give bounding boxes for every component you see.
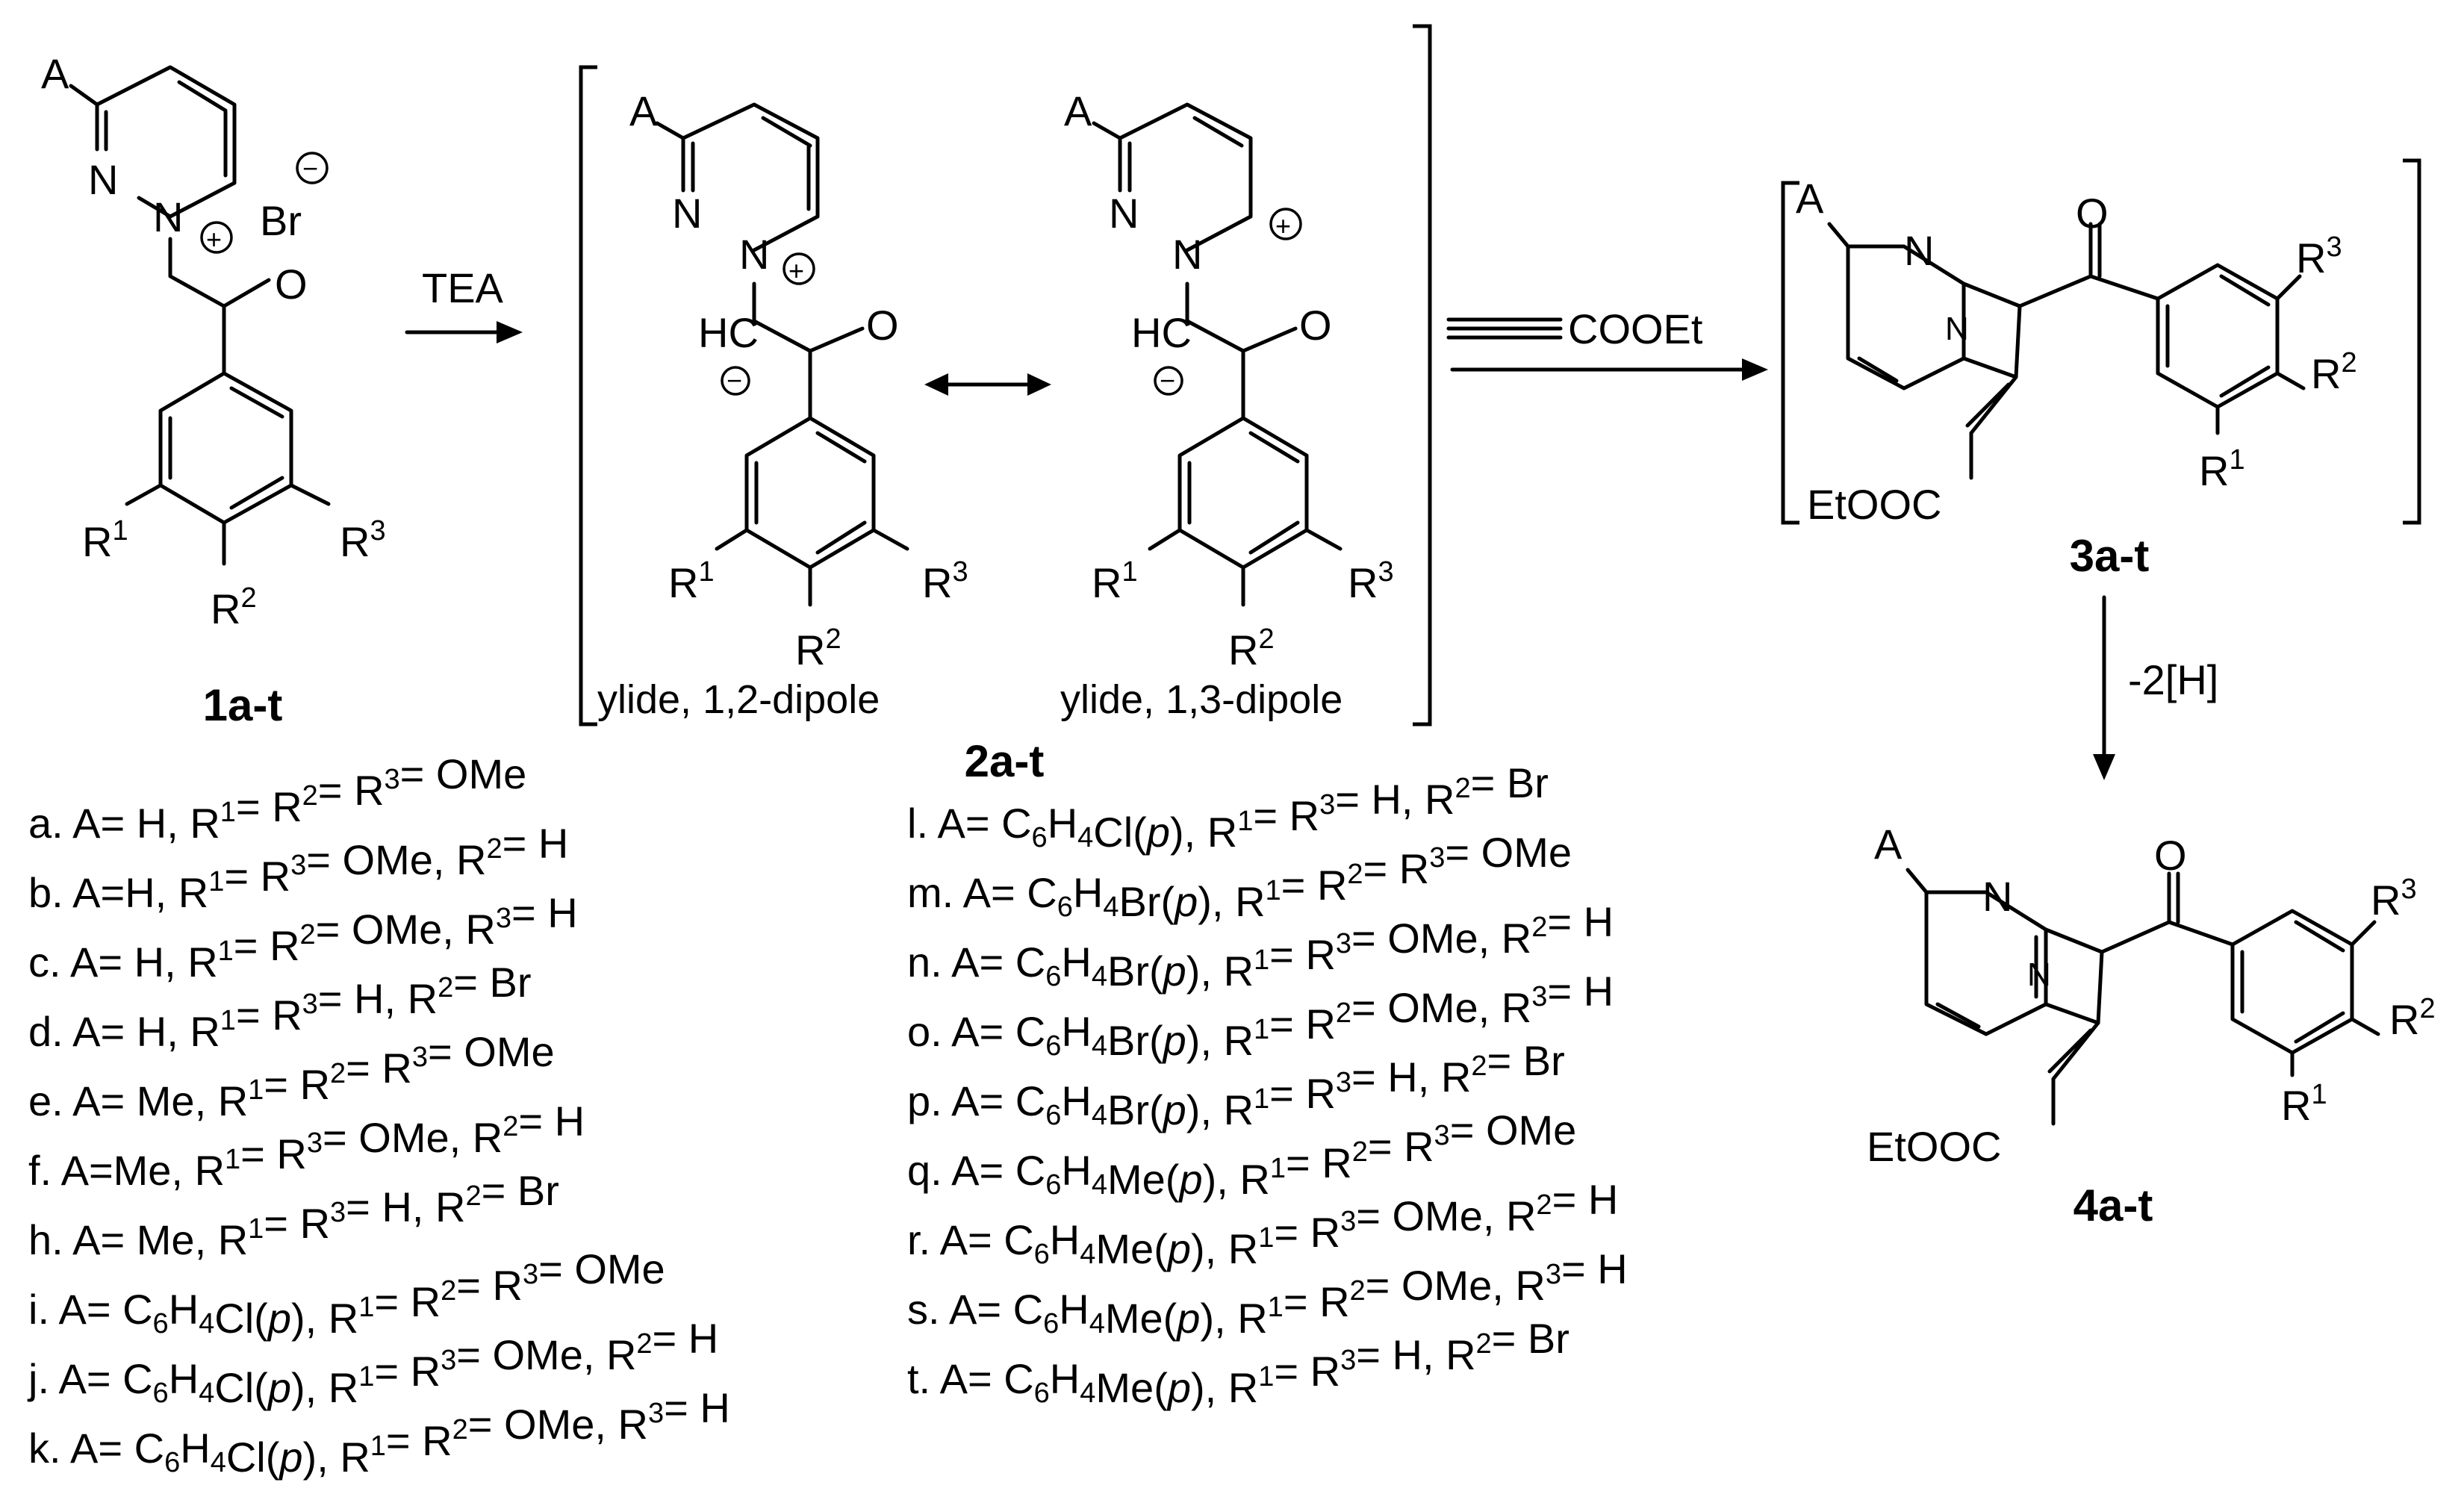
svg-text:−: − — [302, 153, 318, 184]
svg-text:O: O — [1299, 302, 1332, 349]
substituent-entry: f. A=Me, R1= R3= OMe, R2= H — [28, 1098, 585, 1194]
compound-2-label: 2a-t — [965, 736, 1045, 786]
svg-text:HC: HC — [1131, 309, 1192, 356]
reagent-alkyne: COOEt — [1568, 305, 1703, 352]
oxidation-label: -2[H] — [2128, 656, 2218, 703]
svg-text:−: − — [1160, 365, 1175, 396]
ester-label-3: EtOOC — [1807, 481, 1941, 528]
substituent-entry: i. A= C6H4Cl(p), R1= R2= R3= OMe — [28, 1245, 665, 1342]
right-bracket-2 — [1413, 24, 1432, 726]
substituent-entry: n. A= C6H4Br(p), R1= R3= OMe, R2= H — [907, 898, 1614, 995]
substituent-list-right: l. A= C6H4Cl(p), R1= R3= H, R2= Brm. A= … — [907, 759, 1628, 1411]
substituent-entry: r. A= C6H4Me(p), R1= R3= OMe, R2= H — [907, 1176, 1618, 1272]
negative-charge-icon — [296, 152, 329, 184]
svg-text:N: N — [1982, 873, 2012, 920]
substituent-entry: b. A=H, R1= R3= OMe, R2= H — [28, 820, 568, 916]
svg-text:N: N — [1109, 190, 1139, 237]
compound-4-structure — [1905, 868, 2380, 1126]
ylide-1-3-label: ylide, 1,3-dipole — [1060, 677, 1343, 722]
svg-text:O: O — [2154, 832, 2187, 879]
svg-text:R1: R1 — [668, 556, 715, 606]
svg-text:R2: R2 — [2389, 993, 2436, 1043]
resonance-arrow — [924, 373, 1051, 396]
left-bracket-2 — [579, 65, 597, 726]
reaction-arrow-alkyne — [1446, 317, 1768, 381]
compound-3-label: 3a-t — [2070, 531, 2150, 581]
substituent-entry: o. A= C6H4Br(p), R1= R2= OMe, R3= H — [907, 968, 1614, 1064]
svg-text:+: + — [788, 255, 804, 286]
svg-text:R2: R2 — [795, 623, 841, 673]
compound-1-structure — [69, 65, 331, 566]
positive-charge-icon — [200, 221, 233, 254]
substituent-entry: h. A= Me, R1= R3= H, R2= Br — [28, 1167, 559, 1263]
svg-text:−: − — [727, 365, 742, 396]
left-bracket-3 — [1781, 181, 1799, 525]
substituent-entry: j. A= C6H4Cl(p), R1= R3= OMe, R2= H — [27, 1315, 718, 1411]
atom-N-1a: N — [88, 156, 118, 203]
svg-text:O: O — [2076, 190, 2109, 237]
svg-text:R1: R1 — [1092, 556, 1138, 606]
svg-text:R2: R2 — [211, 582, 257, 632]
compound-3-structure — [1827, 222, 2306, 480]
svg-text:R3: R3 — [340, 515, 386, 565]
svg-text:A: A — [629, 87, 658, 134]
substituent-entry: q. A= C6H4Me(p), R1= R2= R3= OMe — [907, 1107, 1576, 1203]
svg-text:A: A — [1874, 821, 1903, 868]
reagent-tea: TEA — [422, 264, 504, 311]
substituent-entry: t. A= C6H4Me(p), R1= R3= H, R2= Br — [907, 1315, 1569, 1411]
ylide-1-3-dipole-structure — [1092, 102, 1343, 607]
compound-1-label: 1a-t — [203, 680, 283, 730]
ylide-1-2-label: ylide, 1,2-dipole — [597, 677, 880, 722]
svg-text:N: N — [2027, 956, 2051, 993]
svg-text:R3: R3 — [922, 556, 968, 606]
svg-text:+: + — [206, 224, 222, 255]
substituent-entry: p. A= C6H4Br(p), R1= R3= H, R2= Br — [907, 1037, 1565, 1133]
svg-text:R1: R1 — [2199, 444, 2245, 494]
substituent-entry: l. A= C6H4Cl(p), R1= R3= H, R2= Br — [907, 759, 1549, 856]
reaction-arrow-tea — [405, 321, 523, 343]
reaction-arrow-oxidation — [2093, 595, 2115, 780]
svg-text:+: + — [1275, 211, 1291, 241]
substituent-entry: m. A= C6H4Br(p), R1= R2= R3= OMe — [907, 829, 1572, 925]
right-bracket-3 — [2403, 158, 2421, 525]
ylide-1-2-dipole-structure — [655, 102, 909, 607]
substituent-entry: s. A= C6H4Me(p), R1= R2= OMe, R3= H — [907, 1245, 1628, 1342]
substituent-entry: d. A= H, R1= R3= H, R2= Br — [28, 959, 531, 1055]
svg-text:N: N — [1945, 311, 1969, 347]
bromide-label: Br — [260, 197, 302, 244]
svg-text:R3: R3 — [2296, 231, 2342, 281]
svg-text:N: N — [1904, 227, 1934, 274]
svg-text:HC: HC — [698, 309, 759, 356]
svg-text:N: N — [1172, 231, 1202, 278]
svg-text:R2: R2 — [2311, 347, 2357, 397]
substituent-entry: a. A= H, R1= R2= R3= OMe — [28, 750, 526, 847]
svg-text:R1: R1 — [2281, 1079, 2327, 1129]
svg-text:R2: R2 — [1228, 623, 1275, 673]
svg-text:O: O — [866, 302, 899, 349]
svg-text:N: N — [672, 190, 702, 237]
svg-text:R3: R3 — [2371, 874, 2417, 924]
carbonyl-O-1: O — [275, 261, 308, 308]
compound-4-label: 4a-t — [2073, 1180, 2153, 1230]
svg-text:R1: R1 — [82, 515, 128, 565]
svg-text:N: N — [739, 231, 769, 278]
atom-A-1: A — [41, 50, 69, 97]
ester-label-4: EtOOC — [1867, 1123, 2001, 1170]
svg-text:A: A — [1796, 175, 1824, 222]
atom-N-1b: N — [153, 193, 183, 240]
substituent-entry: e. A= Me, R1= R2= R3= OMe — [28, 1028, 555, 1124]
substituent-entry: k. A= C6H4Cl(p), R1= R2= OMe, R3= H — [28, 1384, 730, 1481]
svg-text:A: A — [1064, 87, 1092, 134]
substituent-entry: c. A= H, R1= R2= OMe, R3= H — [28, 889, 578, 986]
svg-text:R3: R3 — [1348, 556, 1394, 606]
